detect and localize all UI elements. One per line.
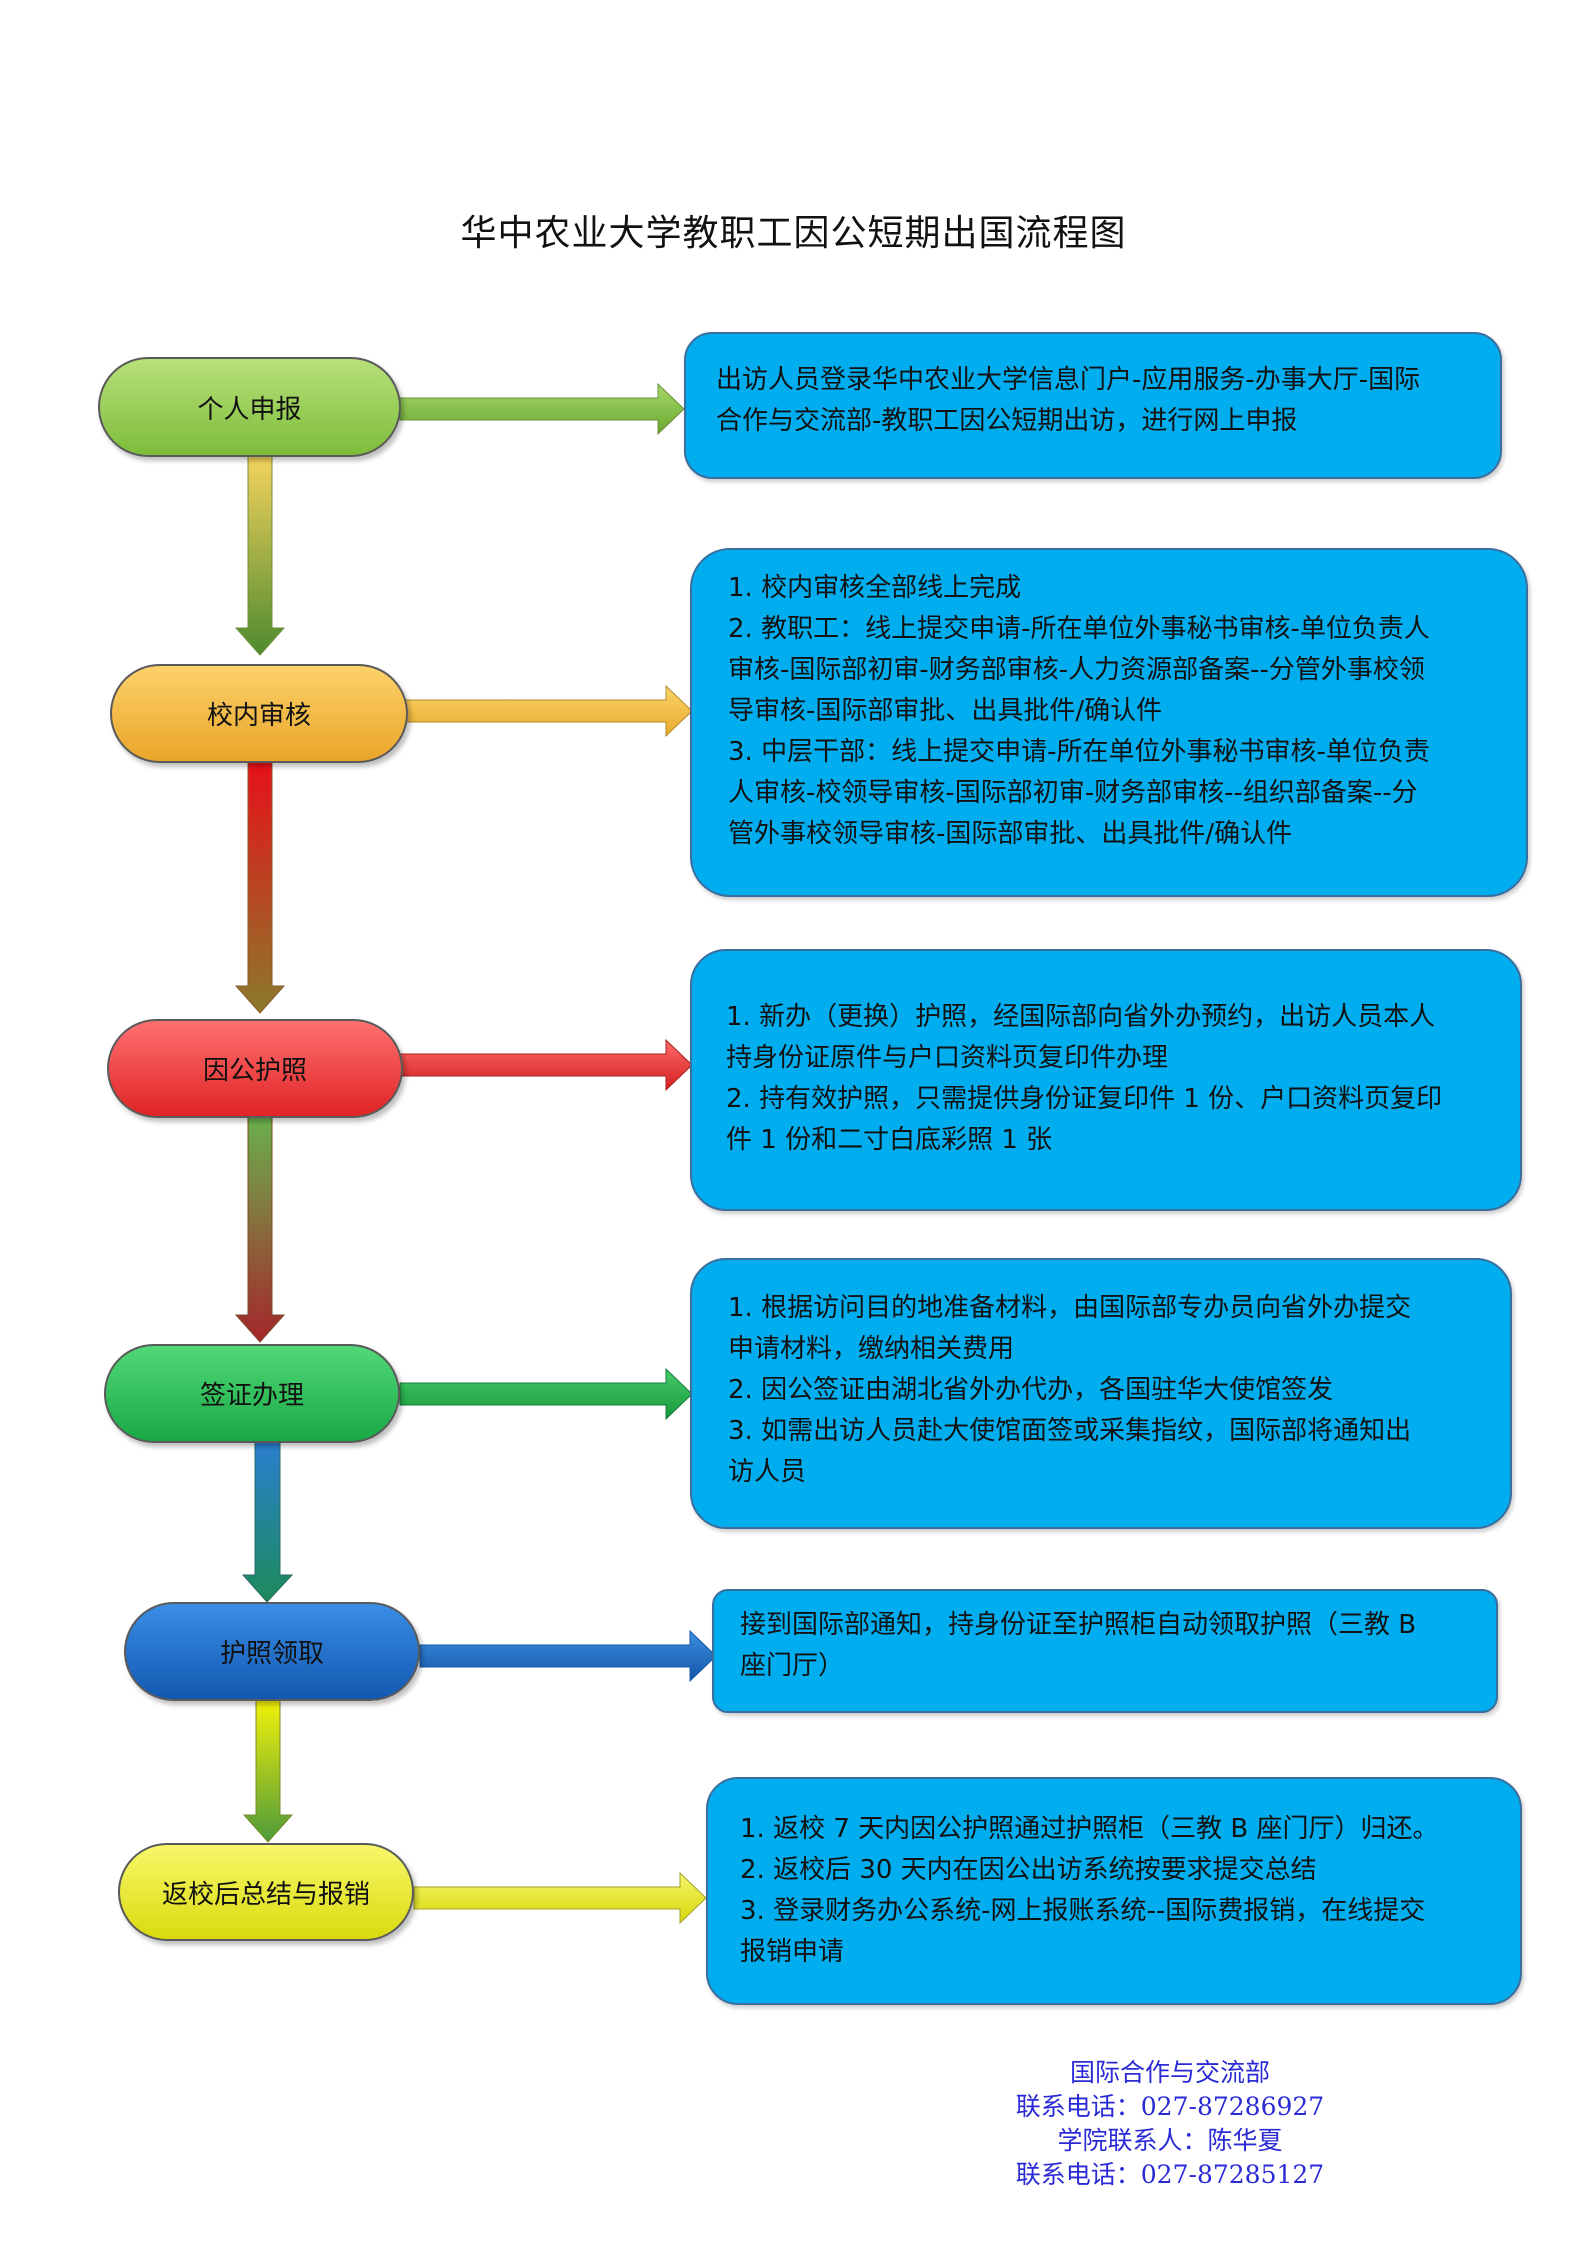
step-label: 签证办理 — [199, 1381, 304, 1411]
contact-phone-1: 联系电话：027-87286927 — [1015, 2092, 1325, 2121]
page-title: 华中农业大学教职工因公短期出国流程图 — [460, 213, 1127, 254]
desc-line: 导审核-国际部审批、出具批件/确认件 — [728, 696, 1163, 726]
desc-line: 访人员 — [728, 1457, 807, 1487]
step-passport-collection: 护照领取 — [124, 1602, 420, 1701]
desc-line: 出访人员登录华中农业大学信息门户-应用服务-办事大厅-国际 — [716, 365, 1421, 395]
contact-phone-2: 联系电话：027-87285127 — [1015, 2160, 1325, 2189]
step-label: 护照领取 — [219, 1639, 324, 1669]
desc-school-review: 1. 校内审核全部线上完成 2. 教职工：线上提交申请-所在单位外事秘书审核-单… — [690, 548, 1528, 897]
down-arrow-3 — [234, 1116, 286, 1343]
step-return-summary-reimbursement: 返校后总结与报销 — [118, 1843, 414, 1941]
contact-person: 学院联系人：陈华夏 — [1057, 2126, 1283, 2155]
desc-passport-collection: 接到国际部通知，持身份证至护照柜自动领取护照（三教 B 座门厅） — [712, 1589, 1498, 1713]
step-visa-processing: 签证办理 — [104, 1344, 400, 1443]
desc-line: 审核-国际部初审-财务部审核-人力资源部备案--分管外事校领 — [728, 655, 1425, 685]
right-arrow-3 — [399, 1038, 693, 1092]
desc-line: 2. 因公签证由湖北省外办代办，各国驻华大使馆签发 — [728, 1375, 1334, 1405]
down-arrow-2 — [234, 761, 286, 1014]
contact-info: 国际合作与交流部 联系电话：027-87286927 学院联系人：陈华夏 联系电… — [960, 2056, 1380, 2192]
desc-line: 1. 新办（更换）护照，经国际部向省外办预约，出访人员本人 — [726, 1002, 1436, 1032]
desc-line: 3. 登录财务办公系统-网上报账系统--国际费报销，在线提交 — [740, 1896, 1426, 1926]
desc-line: 2. 教职工：线上提交申请-所在单位外事秘书审核-单位负责人 — [728, 614, 1430, 644]
right-arrow-5 — [419, 1629, 717, 1683]
step-label: 因公护照 — [202, 1056, 307, 1086]
down-arrow-1 — [234, 455, 286, 656]
desc-line: 报销申请 — [740, 1937, 845, 1967]
desc-line: 2. 返校后 30 天内在因公出访系统按要求提交总结 — [740, 1855, 1317, 1885]
desc-line: 3. 如需出访人员赴大使馆面签或采集指纹，国际部将通知出 — [728, 1416, 1412, 1446]
desc-line: 座门厅） — [740, 1651, 845, 1681]
right-arrow-4 — [399, 1367, 693, 1421]
right-arrow-6 — [413, 1871, 707, 1925]
step-school-review: 校内审核 — [110, 664, 408, 763]
desc-line: 1. 根据访问目的地准备材料，由国际部专办员向省外办提交 — [728, 1293, 1412, 1323]
desc-line: 1. 返校 7 天内因公护照通过护照柜（三教 B 座门厅）归还。 — [740, 1814, 1439, 1844]
desc-official-passport: 1. 新办（更换）护照，经国际部向省外办预约，出访人员本人 持身份证原件与户口资… — [690, 949, 1522, 1211]
desc-line: 1. 校内审核全部线上完成 — [728, 573, 1022, 603]
desc-line: 申请材料，缴纳相关费用 — [728, 1334, 1015, 1364]
step-label: 个人申报 — [197, 394, 302, 425]
desc-return-summary-reimbursement: 1. 返校 7 天内因公护照通过护照柜（三教 B 座门厅）归还。 2. 返校后 … — [706, 1777, 1522, 2005]
desc-line: 3. 中层干部：线上提交申请-所在单位外事秘书审核-单位负责 — [728, 737, 1430, 767]
desc-line: 合作与交流部-教职工因公短期出访，进行网上申报 — [716, 406, 1298, 436]
down-arrow-5 — [242, 1699, 294, 1843]
desc-personal-application: 出访人员登录华中农业大学信息门户-应用服务-办事大厅-国际 合作与交流部-教职工… — [684, 332, 1502, 479]
desc-line: 人审核-校领导审核-国际部初审-财务部审核--组织部备案--分 — [728, 778, 1418, 808]
right-arrow-2 — [405, 684, 693, 738]
desc-line: 管外事校领导审核-国际部审批、出具批件/确认件 — [728, 819, 1293, 849]
down-arrow-4 — [241, 1441, 294, 1603]
step-personal-application: 个人申报 — [98, 357, 401, 457]
contact-dept: 国际合作与交流部 — [1069, 2058, 1270, 2087]
step-official-passport: 因公护照 — [107, 1019, 403, 1118]
desc-visa-processing: 1. 根据访问目的地准备材料，由国际部专办员向省外办提交 申请材料，缴纳相关费用… — [690, 1258, 1512, 1529]
desc-line: 件 1 份和二寸白底彩照 1 张 — [726, 1125, 1053, 1155]
desc-line: 持身份证原件与户口资料页复印件办理 — [726, 1043, 1169, 1073]
step-label: 返校后总结与报销 — [161, 1879, 370, 1910]
desc-line: 接到国际部通知，持身份证至护照柜自动领取护照（三教 B — [740, 1610, 1417, 1640]
desc-line: 2. 持有效护照，只需提供身份证复印件 1 份、户口资料页复印 — [726, 1084, 1443, 1114]
step-label: 校内审核 — [206, 701, 311, 731]
right-arrow-1 — [399, 382, 685, 436]
